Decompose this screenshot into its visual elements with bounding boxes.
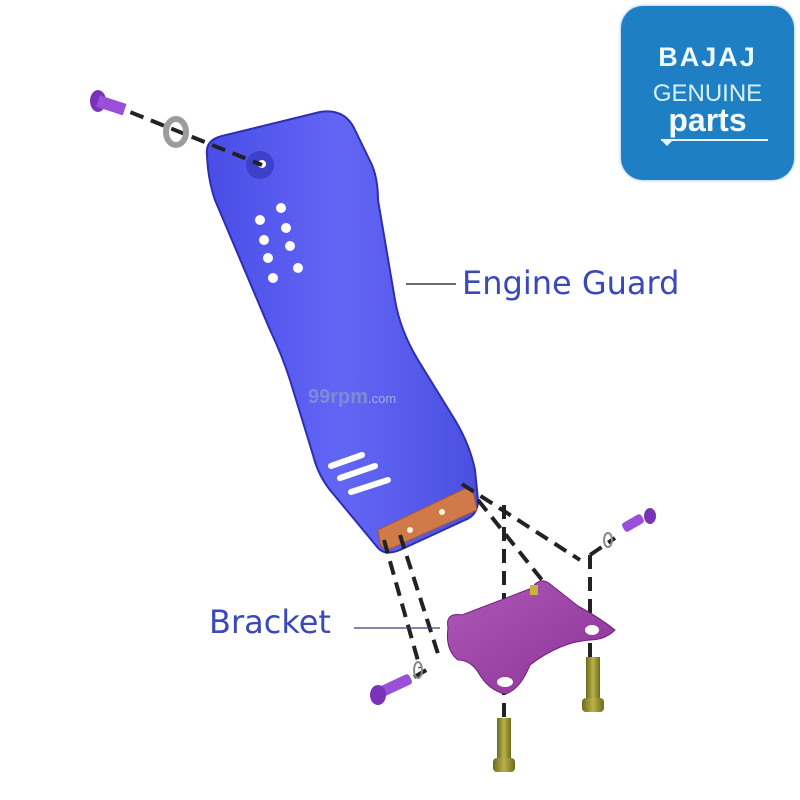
- gold-bolt-right: [582, 657, 604, 712]
- logo-arrow-icon: [661, 140, 673, 146]
- top-bolt: [90, 90, 127, 116]
- watermark: 99rpm.com: [308, 386, 396, 409]
- watermark-suffix: .com: [368, 391, 397, 406]
- lower-left-bolt: [370, 661, 423, 705]
- bracket-label: Bracket: [209, 603, 331, 641]
- vent-holes: [255, 203, 303, 283]
- watermark-main: 99rpm: [308, 386, 369, 408]
- right-bolt: [603, 508, 656, 548]
- logo-brand: BAJAJ: [658, 42, 757, 72]
- bajaj-genuine-parts-logo: BAJAJ GENUINE parts: [621, 6, 794, 180]
- engine-guard-label: Engine Guard: [462, 264, 680, 302]
- logo-underline: [661, 139, 768, 141]
- engine-guard-part: [205, 110, 480, 554]
- assembly-lines: [109, 102, 617, 760]
- bracket-part: [447, 580, 616, 695]
- gold-bolt-center: [493, 718, 515, 772]
- logo-genuine: GENUINE: [652, 80, 763, 107]
- top-washer: [163, 116, 189, 148]
- logo-parts: parts: [668, 102, 747, 138]
